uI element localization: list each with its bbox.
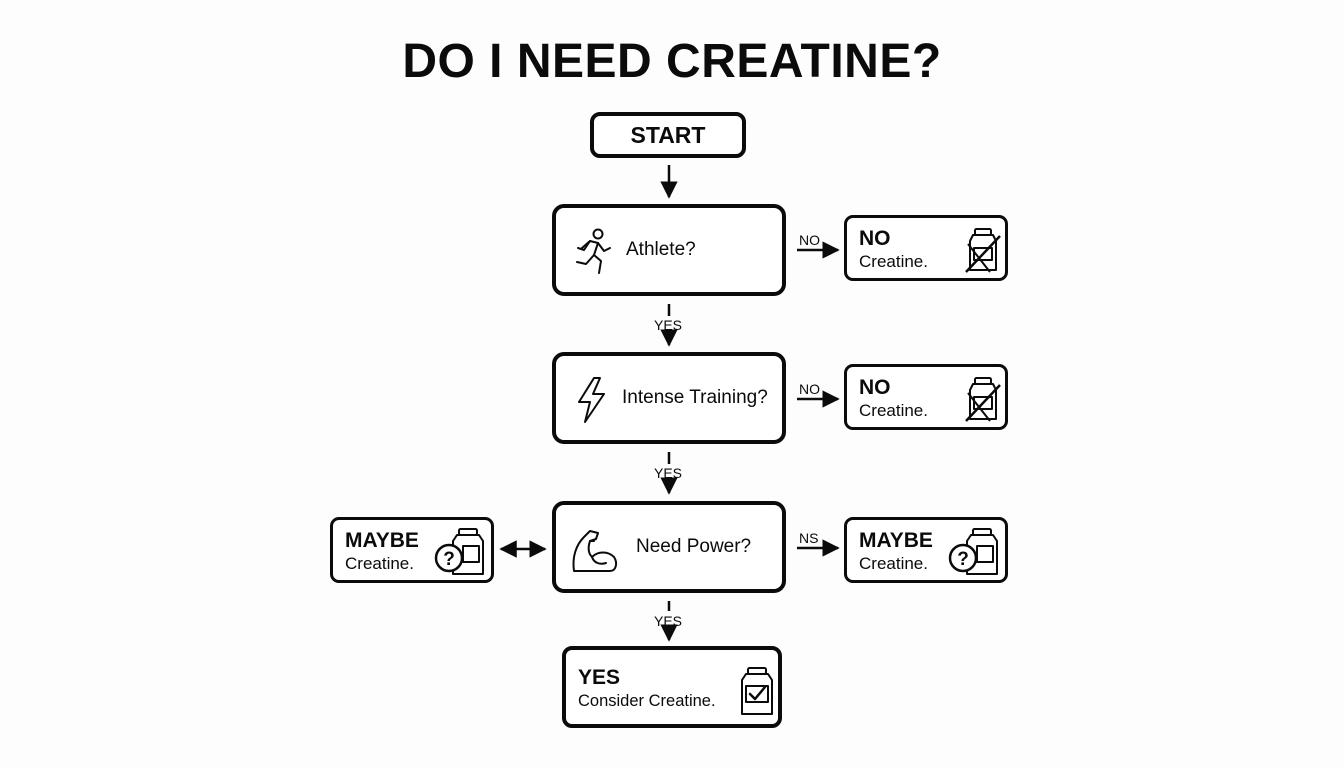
outcome-text: Creatine.	[345, 554, 414, 573]
outcome-title: NO	[859, 376, 891, 399]
page-title: DO I NEED CREATINE?	[402, 35, 942, 88]
question-label: Need Power?	[636, 536, 752, 557]
check-jar-icon	[740, 666, 774, 721]
outcome-no-creatine: NO Creatine.	[844, 215, 1008, 281]
svg-text:?: ?	[443, 549, 455, 570]
edge-label-yes: YES	[654, 465, 683, 481]
edge-label-yes: YES	[654, 317, 683, 333]
outcome-maybe-creatine: MAYBE Creatine. ?	[330, 517, 494, 583]
question-intense-training: Intense Training?	[552, 352, 786, 444]
outcome-text: Consider Creatine.	[578, 692, 716, 710]
outcome-title: MAYBE	[859, 529, 933, 552]
flexed-arm-icon	[570, 527, 620, 580]
edge-label-no: NS	[799, 530, 819, 546]
svg-text:?: ?	[957, 549, 969, 570]
runner-icon	[568, 228, 614, 283]
outcome-title: MAYBE	[345, 529, 419, 552]
outcome-text: Creatine.	[859, 252, 928, 271]
question-jar-icon: ?	[947, 526, 1003, 581]
outcome-maybe-creatine: MAYBE Creatine. ?	[844, 517, 1008, 583]
outcome-title: NO	[859, 227, 891, 250]
edge-label-no: NO	[799, 232, 820, 248]
start-node: START	[590, 112, 746, 158]
lightning-icon	[574, 376, 608, 429]
outcome-yes-consider-creatine: YES Consider Creatine.	[562, 646, 782, 728]
crossed-jar-icon	[963, 226, 1003, 279]
edge-label-yes: YES	[654, 613, 683, 629]
question-need-power: Need Power?	[552, 501, 786, 593]
question-jar-icon: ?	[433, 526, 489, 581]
question-athlete: Athlete?	[552, 204, 786, 296]
outcome-text: Creatine.	[859, 554, 928, 573]
outcome-title: YES	[578, 666, 621, 689]
edge-label-no: NO	[799, 381, 820, 397]
outcome-text: Creatine.	[859, 401, 928, 420]
crossed-jar-icon	[963, 375, 1003, 428]
question-label: Intense Training?	[622, 387, 768, 408]
question-label: Athlete?	[626, 239, 696, 260]
outcome-no-creatine: NO Creatine.	[844, 364, 1008, 430]
